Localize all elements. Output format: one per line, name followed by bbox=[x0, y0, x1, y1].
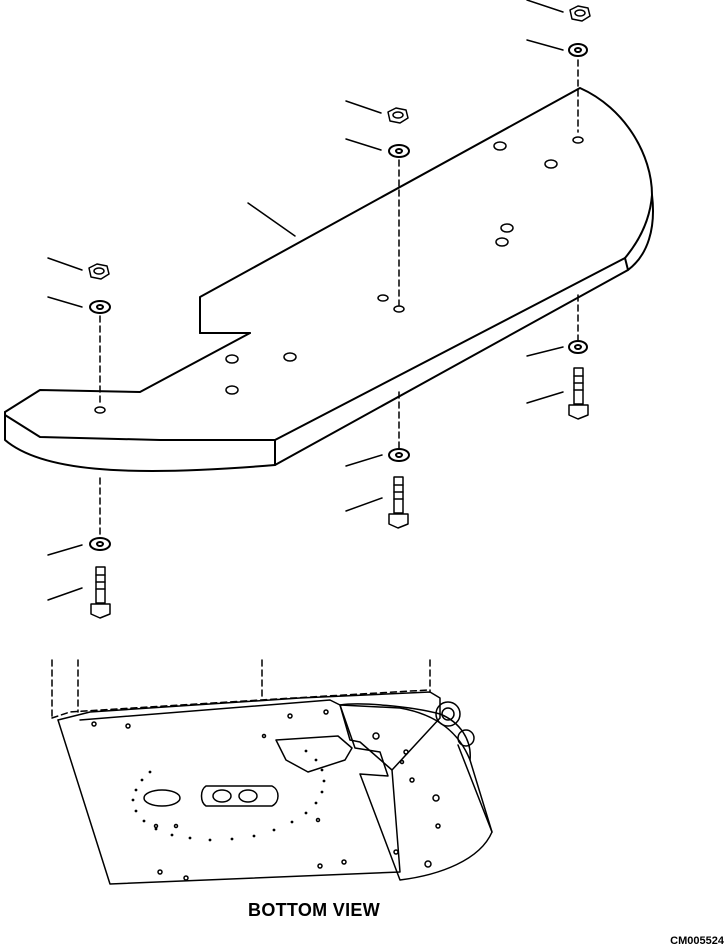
washer bbox=[388, 144, 410, 158]
mount-hole bbox=[94, 406, 106, 414]
cover-plate bbox=[275, 735, 353, 773]
washer bbox=[568, 43, 588, 57]
alignment-lines bbox=[99, 59, 579, 539]
center-opening bbox=[143, 789, 181, 807]
bottom-view bbox=[51, 659, 493, 885]
bottom-counterweight-edge bbox=[457, 744, 493, 833]
bolt bbox=[388, 476, 409, 529]
swing-gear bbox=[435, 701, 475, 747]
hole bbox=[500, 223, 514, 233]
mount-hole bbox=[572, 136, 584, 144]
bottom-view-hidden-lines bbox=[51, 659, 431, 719]
washer bbox=[568, 340, 588, 354]
counterweight-plate bbox=[4, 87, 654, 472]
mount-hole bbox=[393, 305, 405, 313]
bolts bbox=[90, 367, 589, 619]
hole bbox=[493, 141, 507, 151]
base-frame bbox=[57, 691, 441, 771]
plate-front-edge bbox=[4, 194, 654, 472]
washer bbox=[388, 448, 410, 462]
bottom-counterweight bbox=[339, 704, 493, 881]
hole bbox=[225, 354, 239, 364]
hole bbox=[283, 352, 297, 362]
plate-top-face bbox=[4, 87, 653, 441]
nut bbox=[88, 263, 110, 280]
swivel-joint-opening bbox=[200, 785, 279, 807]
figure-id: CM005524 bbox=[670, 935, 724, 947]
washer bbox=[89, 300, 111, 314]
bottom-view-bolts bbox=[91, 709, 441, 881]
leader-line-plate bbox=[247, 202, 296, 237]
base-frame-outline bbox=[57, 719, 401, 885]
hole bbox=[544, 159, 558, 169]
nut bbox=[387, 107, 409, 124]
hole bbox=[225, 385, 239, 395]
port bbox=[238, 789, 258, 803]
hole bbox=[377, 294, 389, 302]
washer bbox=[89, 537, 111, 551]
bolt bbox=[568, 367, 589, 420]
bolt bbox=[90, 566, 111, 619]
leader-lines bbox=[47, 0, 564, 601]
hole bbox=[495, 237, 509, 247]
port bbox=[212, 789, 232, 803]
swing-circle-dots bbox=[131, 749, 326, 842]
washers bbox=[89, 43, 588, 551]
bottom-view-caption: BOTTOM VIEW bbox=[248, 900, 380, 920]
plate-edge-line bbox=[624, 257, 629, 271]
nut bbox=[569, 5, 591, 22]
